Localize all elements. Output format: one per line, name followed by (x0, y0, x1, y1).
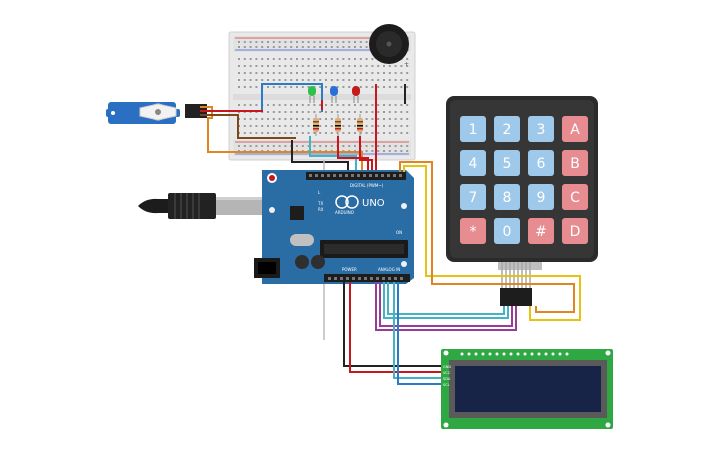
led-blue[interactable] (330, 86, 338, 103)
led-rx-label: RX (318, 207, 324, 212)
keypad-key[interactable] (494, 150, 520, 176)
led-tx-label: TX (317, 201, 323, 206)
resistor-1[interactable] (313, 114, 319, 136)
keypad-key-label: 4 (469, 156, 478, 172)
keypad-key[interactable] (494, 116, 520, 142)
lcd-pin-label: VCC (443, 371, 451, 375)
wire-yellow-keypad[interactable] (403, 165, 581, 321)
lcd-16x2-i2c[interactable]: GND VCC SDA SCL (441, 349, 613, 429)
piezo-buzzer[interactable]: + (369, 24, 409, 68)
arduino-model-label: UNO (362, 198, 385, 209)
keypad-key[interactable] (460, 184, 486, 210)
wire-cyan-1[interactable] (309, 136, 357, 172)
keypad-key[interactable] (528, 116, 554, 142)
lcd-screen (455, 366, 601, 412)
resistor-2[interactable] (335, 114, 341, 136)
wire-red-lcd-vcc[interactable] (349, 282, 444, 373)
power-header-label: POWER (342, 267, 357, 272)
wire-red-led1[interactable] (337, 136, 369, 172)
keypad-key[interactable] (528, 150, 554, 176)
keypad-key-label: 1 (469, 122, 478, 138)
svg-text:+: + (404, 61, 409, 68)
keypad-key-label: C (570, 190, 580, 206)
servo-motor[interactable] (106, 102, 207, 124)
keypad-key-label: B (570, 156, 580, 172)
lcd-pin-label: SDA (443, 377, 451, 381)
keypad-key[interactable] (562, 116, 588, 142)
keypad-key[interactable] (460, 116, 486, 142)
wire-black-gnd[interactable] (291, 140, 349, 172)
digital-header-label: DIGITAL (PWM~) (350, 183, 384, 188)
led-l-label: L (318, 190, 321, 195)
keypad-header-connector[interactable] (500, 288, 532, 306)
wire-purple-keypad-1[interactable] (375, 282, 517, 331)
keypad-key-label: # (535, 224, 547, 240)
lcd-pin-label: SCL (443, 383, 450, 387)
keypad-key[interactable] (562, 184, 588, 210)
keypad-key-label: 3 (537, 122, 546, 138)
keypad-key-label: 2 (503, 122, 512, 138)
wire-red-led2[interactable] (359, 136, 373, 172)
wire-purple-keypad-2[interactable] (379, 282, 513, 327)
keypad-key[interactable] (494, 218, 520, 244)
arduino-logo-text: ARDUINO (335, 210, 354, 215)
power-jack[interactable] (254, 258, 280, 278)
reset-button[interactable] (269, 175, 275, 181)
analog-header-label: ANALOG IN (378, 267, 400, 272)
keypad-key[interactable] (562, 218, 588, 244)
keypad-key[interactable] (562, 150, 588, 176)
resistor-3[interactable] (357, 114, 363, 136)
usb-cable[interactable] (138, 193, 262, 219)
keypad-key-label: * (470, 224, 477, 240)
wire-cyan-keypad-1[interactable] (383, 282, 509, 319)
keypad-key-label: 9 (537, 190, 546, 206)
arduino-uno[interactable]: ARDUINO UNO DIGITAL (PWM~) POWER ANALOG … (262, 170, 414, 284)
keypad-key[interactable] (460, 218, 486, 244)
wire-orange-keypad[interactable] (399, 161, 575, 313)
wire-bb-blue-loop[interactable] (261, 83, 323, 112)
keypad-key-label: 0 (503, 224, 512, 240)
led-red[interactable] (352, 86, 360, 103)
keypad-key-label: 6 (537, 156, 546, 172)
wire-cyan-keypad-2[interactable] (387, 282, 505, 315)
keypad-4x4[interactable]: 1 2 3 A 4 5 6 B 7 8 9 C * 0 # D (446, 96, 598, 270)
wire-cyan-lcd-sda[interactable] (393, 282, 444, 379)
keypad-key-label: 5 (503, 156, 512, 172)
keypad-key-label: 8 (503, 190, 512, 206)
servo-wire-brown[interactable] (200, 114, 296, 139)
servo-wire-red[interactable] (200, 110, 263, 112)
arduino-infinity-logo (335, 195, 349, 209)
lcd-pin-label: GND (443, 365, 451, 369)
keypad-key-label: D (570, 224, 581, 240)
servo-wire-orange[interactable] (200, 106, 363, 170)
keypad-key-label: A (570, 122, 580, 138)
keypad-key[interactable] (460, 150, 486, 176)
wire-blue-lcd-scl[interactable] (397, 282, 444, 385)
wire-black-lcd-gnd[interactable] (343, 282, 444, 367)
keypad-key[interactable] (494, 184, 520, 210)
keypad-key[interactable] (528, 218, 554, 244)
keypad-key[interactable] (528, 184, 554, 210)
on-label: ON (396, 230, 402, 235)
keypad-key-label: 7 (469, 190, 478, 206)
led-green[interactable] (308, 86, 316, 103)
